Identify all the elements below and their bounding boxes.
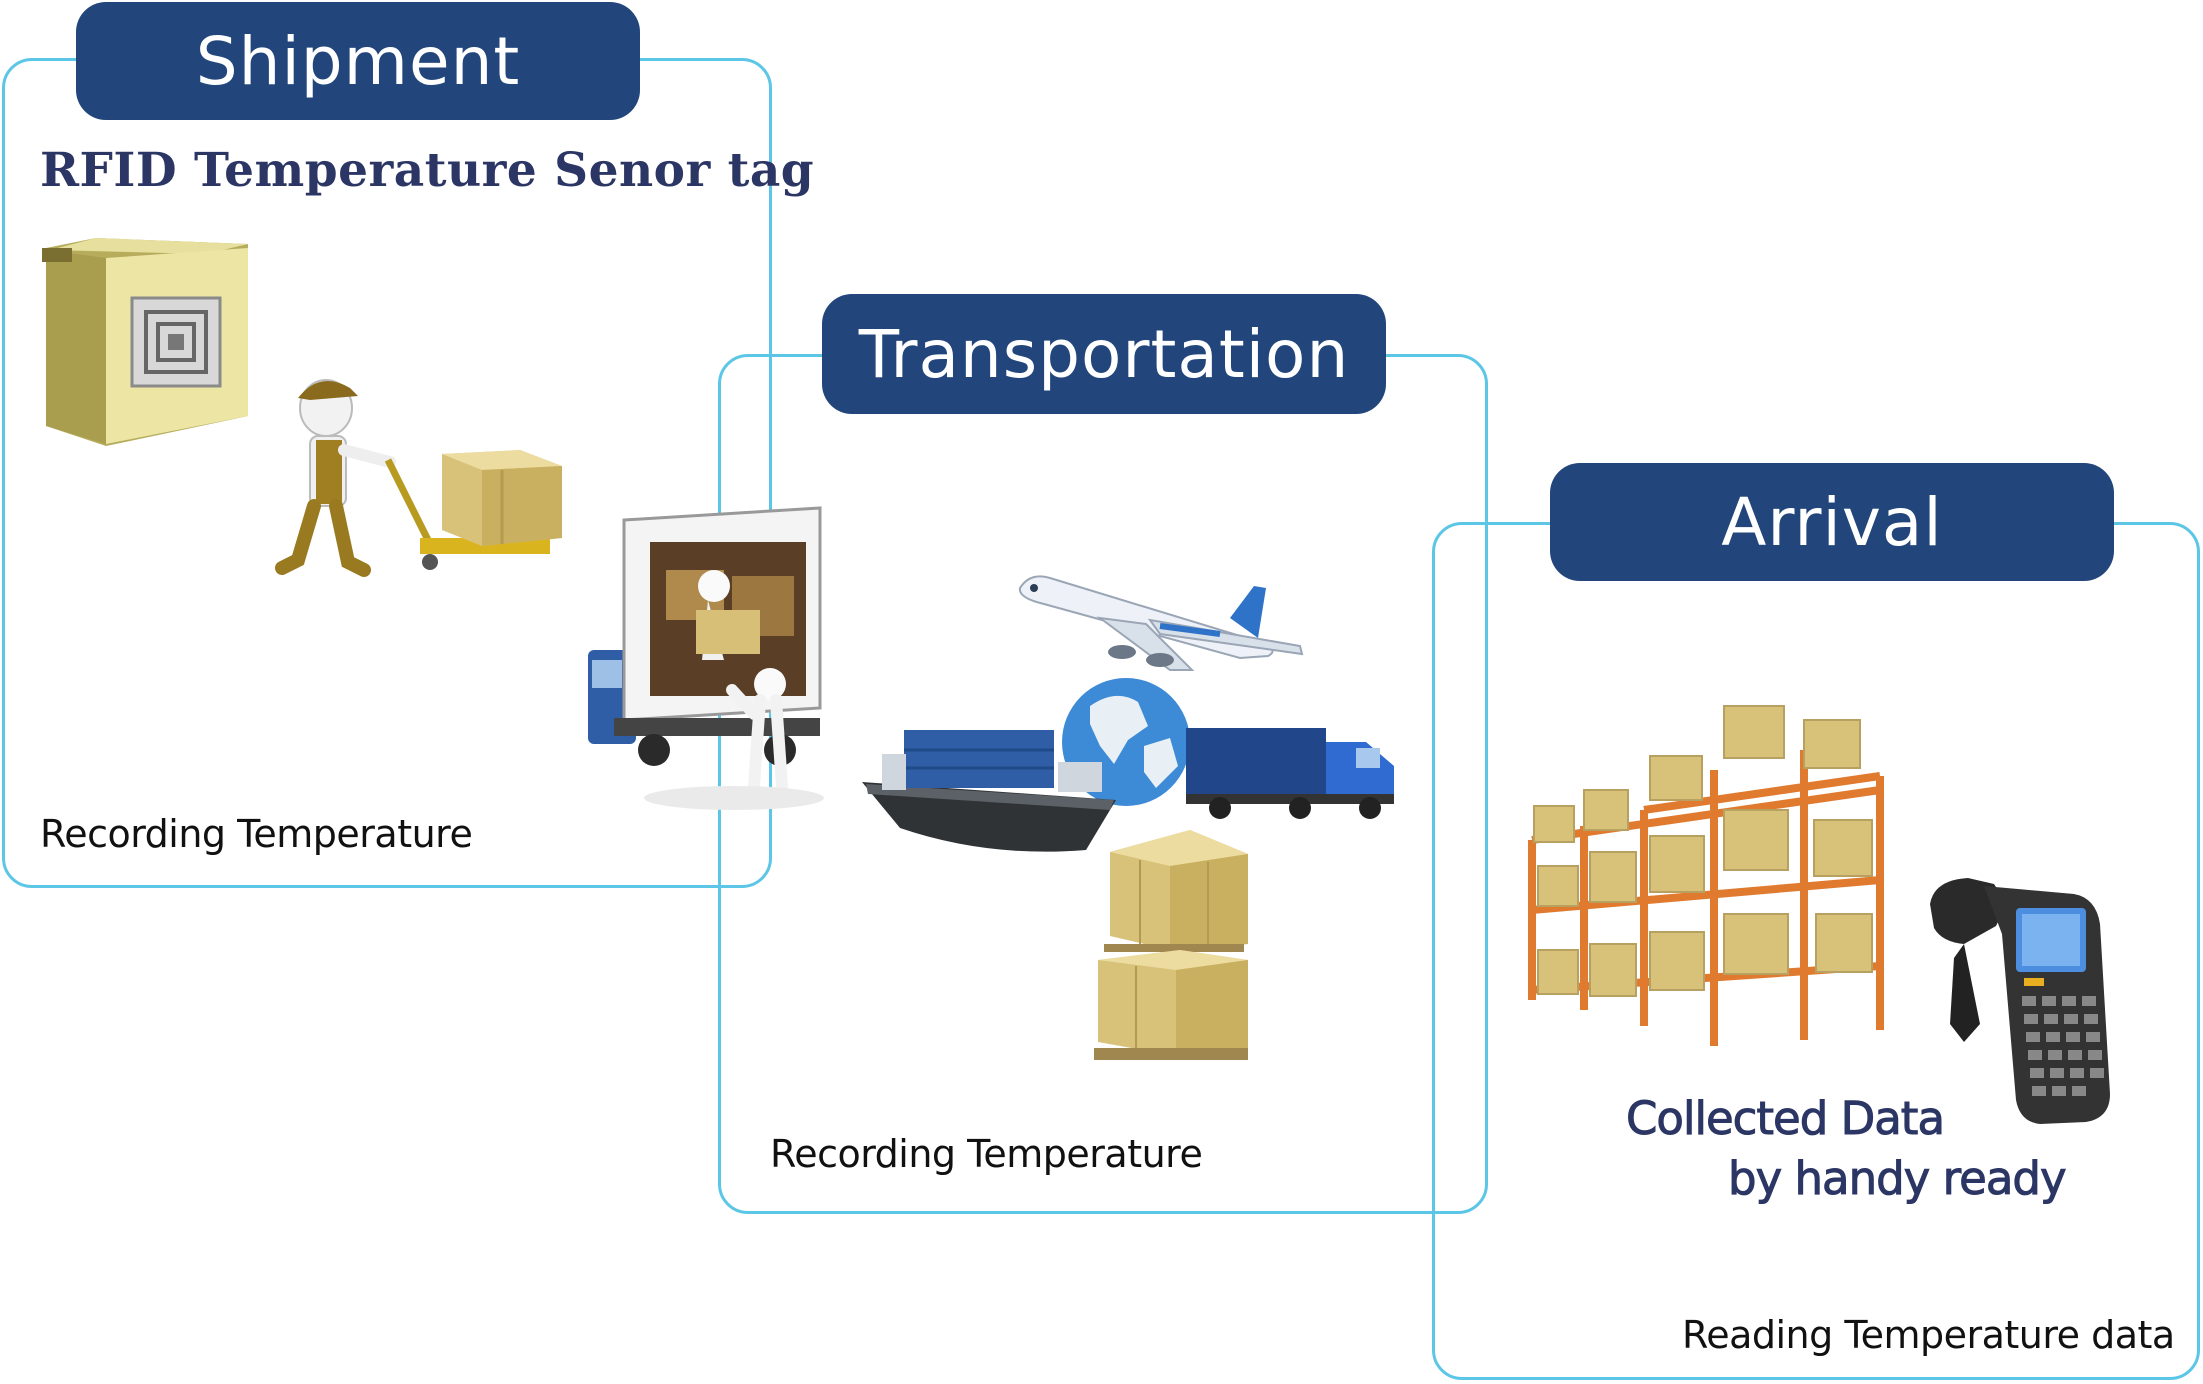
warehouse-shelves-icon xyxy=(1528,705,1884,1046)
stacked-boxes-icon xyxy=(1094,830,1248,1060)
semi-truck-icon xyxy=(1186,728,1394,819)
handheld-rfid-reader-icon xyxy=(1930,878,2110,1124)
airplane-icon xyxy=(1018,575,1304,671)
shipment-title: Shipment xyxy=(195,22,521,100)
rfid-tag-heading: RFID Temperature Senor tag xyxy=(40,143,815,198)
rfid-box-icon xyxy=(42,238,248,446)
transportation-header: Transportation xyxy=(822,294,1386,414)
cargo-ship-icon xyxy=(862,730,1116,852)
arrival-header: Arrival xyxy=(1550,463,2114,581)
pallet-jack-worker-icon xyxy=(275,379,562,577)
arrival-caption: Reading Temperature data xyxy=(1682,1313,2175,1357)
collected-data-line1: Collected Data xyxy=(1625,1092,1945,1146)
arrival-title: Arrival xyxy=(1721,483,1943,561)
shipment-caption: Recording Temperature xyxy=(40,812,473,856)
collected-data-line2: by handy ready xyxy=(1728,1152,2068,1206)
shipment-header: Shipment xyxy=(76,2,640,120)
truck-loading-icon xyxy=(588,506,824,810)
transportation-caption: Recording Temperature xyxy=(770,1132,1203,1176)
transportation-title: Transportation xyxy=(858,315,1350,393)
